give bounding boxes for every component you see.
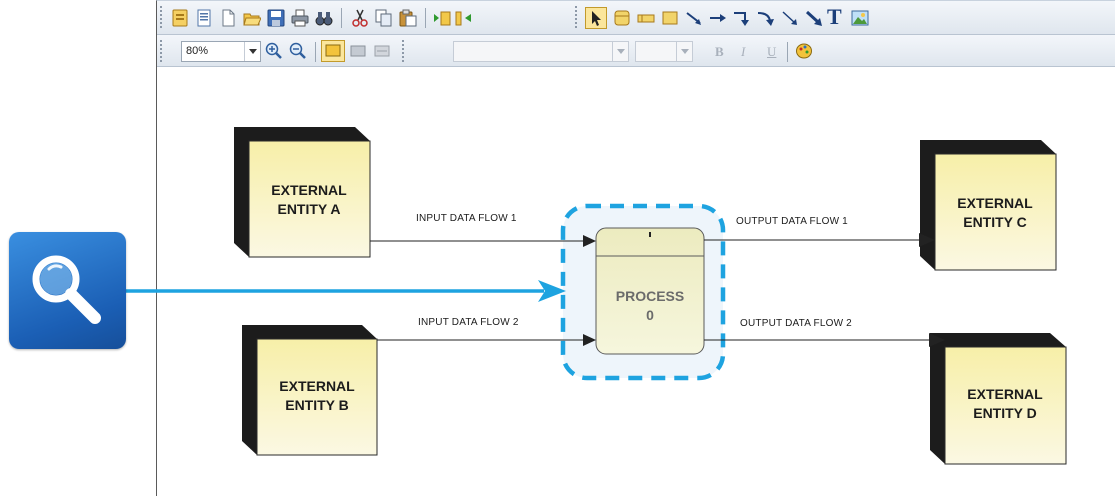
output-data-flow-1-label: OUTPUT DATA FLOW 1 bbox=[736, 216, 848, 227]
data-store-shape-icon[interactable] bbox=[613, 9, 631, 27]
toolbar-grip[interactable] bbox=[160, 40, 164, 62]
properties-icon[interactable] bbox=[171, 9, 189, 27]
input-data-flow-1-label: INPUT DATA FLOW 1 bbox=[416, 213, 517, 224]
external-entity-a[interactable] bbox=[234, 127, 371, 258]
bring-forward-icon[interactable] bbox=[433, 9, 451, 27]
output-data-flow-1-line[interactable] bbox=[704, 233, 935, 247]
font-size-dropdown[interactable] bbox=[635, 41, 693, 62]
elbow-connector-icon[interactable] bbox=[733, 9, 751, 27]
zoom-in-icon[interactable] bbox=[265, 42, 283, 60]
external-entity-a-label: EXTERNAL ENTITY A bbox=[249, 181, 369, 219]
magnifying-glass-icon bbox=[32, 255, 101, 324]
output-data-flow-2-line[interactable] bbox=[704, 333, 945, 347]
external-entity-c[interactable] bbox=[920, 140, 1057, 271]
zoom-out-icon[interactable] bbox=[289, 42, 307, 60]
text-color-palette-icon[interactable] bbox=[795, 42, 813, 60]
select-pointer-icon[interactable] bbox=[585, 7, 607, 29]
chevron-down-icon[interactable] bbox=[676, 42, 692, 61]
underline-button[interactable]: U bbox=[767, 44, 777, 59]
fill-color-icon[interactable] bbox=[321, 40, 345, 62]
insert-image-icon[interactable] bbox=[851, 9, 869, 27]
toolbar-separator bbox=[425, 8, 426, 28]
toolbar-separator bbox=[341, 8, 342, 28]
external-entity-d[interactable] bbox=[930, 333, 1067, 465]
chevron-down-icon[interactable] bbox=[612, 42, 628, 61]
paste-icon[interactable] bbox=[399, 9, 417, 27]
process-line-2: 0 bbox=[646, 307, 654, 323]
straight-connector-icon[interactable] bbox=[709, 9, 727, 27]
page-setup-icon[interactable] bbox=[195, 9, 213, 27]
toolbar-grip[interactable] bbox=[575, 6, 579, 28]
external-entity-b[interactable] bbox=[242, 325, 378, 456]
format-toolbar: 80% bbox=[157, 35, 1115, 67]
save-icon[interactable] bbox=[267, 9, 285, 27]
text-tool-icon[interactable]: T bbox=[827, 4, 842, 29]
bold-connector-icon[interactable] bbox=[805, 9, 823, 27]
process-0-label: PROCESS 0 bbox=[596, 287, 704, 325]
process-0-shape[interactable] bbox=[595, 227, 705, 355]
output-data-flow-2-label: OUTPUT DATA FLOW 2 bbox=[740, 318, 852, 329]
cut-scissors-icon[interactable] bbox=[351, 9, 369, 27]
entity-a-line-2: ENTITY A bbox=[277, 201, 341, 217]
curved-connector-icon[interactable] bbox=[757, 9, 775, 27]
toolbar-grip[interactable] bbox=[160, 6, 164, 28]
external-entity-c-label: EXTERNAL ENTITY C bbox=[935, 194, 1055, 232]
entity-b-line-2: ENTITY B bbox=[285, 397, 349, 413]
zoom-value: 80% bbox=[186, 45, 209, 57]
entity-d-line-1: EXTERNAL bbox=[967, 386, 1043, 402]
input-data-flow-2-line[interactable] bbox=[377, 334, 596, 346]
entity-c-line-1: EXTERNAL bbox=[957, 195, 1033, 211]
entity-shape-icon[interactable] bbox=[661, 9, 679, 27]
process-shape-icon[interactable] bbox=[637, 9, 655, 27]
entity-a-line-1: EXTERNAL bbox=[271, 182, 347, 198]
line-color-icon[interactable] bbox=[349, 42, 367, 60]
toolbar-separator bbox=[315, 42, 316, 62]
copy-icon[interactable] bbox=[375, 9, 393, 27]
chevron-down-icon[interactable] bbox=[244, 42, 260, 61]
toolbar-grip[interactable] bbox=[402, 40, 406, 62]
input-data-flow-1-line[interactable] bbox=[370, 235, 596, 247]
external-entity-d-label: EXTERNAL ENTITY D bbox=[945, 385, 1065, 423]
toolbar-separator bbox=[787, 42, 788, 62]
print-icon[interactable] bbox=[291, 9, 309, 27]
new-document-icon[interactable] bbox=[219, 9, 237, 27]
standard-toolbar: T bbox=[157, 1, 1115, 35]
diagonal-connector-icon[interactable] bbox=[685, 9, 703, 27]
shadow-style-icon[interactable] bbox=[373, 42, 391, 60]
process-line-1: PROCESS bbox=[615, 288, 685, 304]
entity-c-line-2: ENTITY C bbox=[963, 214, 1027, 230]
find-binoculars-icon[interactable] bbox=[315, 9, 333, 27]
font-name-dropdown[interactable] bbox=[453, 41, 629, 62]
input-data-flow-2-label: INPUT DATA FLOW 2 bbox=[418, 317, 519, 328]
external-entity-b-label: EXTERNAL ENTITY B bbox=[257, 377, 377, 415]
open-folder-icon[interactable] bbox=[243, 9, 262, 27]
entity-d-line-2: ENTITY D bbox=[973, 405, 1037, 421]
send-backward-icon[interactable] bbox=[455, 9, 473, 27]
bold-button[interactable]: B bbox=[715, 44, 724, 59]
thin-connector-icon[interactable] bbox=[781, 9, 799, 27]
magnifier-badge bbox=[9, 232, 126, 349]
italic-button[interactable]: I bbox=[741, 44, 746, 59]
zoom-dropdown[interactable]: 80% bbox=[181, 41, 261, 62]
entity-b-line-1: EXTERNAL bbox=[279, 378, 355, 394]
